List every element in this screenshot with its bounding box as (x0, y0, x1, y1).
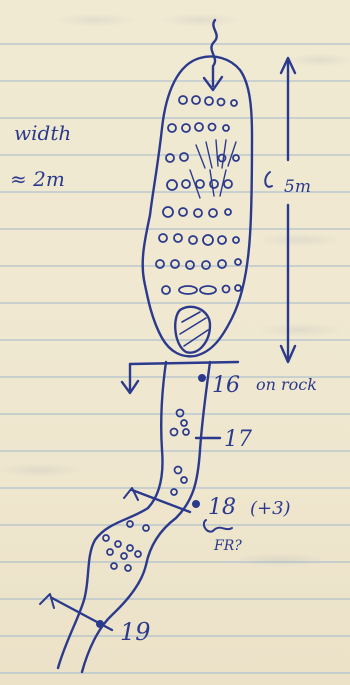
passage-right-wall (80, 360, 212, 674)
gravel-row-8 (161, 284, 242, 295)
station-16-note: on rock (256, 375, 317, 394)
section-arrow-19 (39, 593, 55, 609)
gravel-row-6 (158, 233, 240, 246)
station-16-point (197, 374, 206, 383)
gravel-row-5 (162, 206, 232, 218)
width-label: width (14, 121, 71, 145)
boulder-hatching (179, 311, 209, 347)
section-arrow-18 (123, 487, 139, 501)
station-18-label: 18 (208, 495, 236, 520)
station-18-point (191, 500, 200, 509)
inflow-squiggle (210, 18, 218, 88)
passage-left-wall (56, 360, 168, 670)
station-17-label: 17 (224, 427, 252, 452)
gravel-row-3 (165, 152, 240, 163)
chamber-outline (141, 55, 254, 358)
station-18-mark (202, 519, 233, 533)
section-arrow-16 (120, 379, 140, 395)
section-line-18 (130, 488, 192, 514)
boulder (174, 305, 212, 354)
height-mark (264, 171, 273, 188)
gravel-row-2 (167, 122, 230, 133)
flow-lines (189, 139, 237, 199)
gravel-row-7 (155, 258, 242, 270)
passage-gravel (102, 408, 190, 572)
station-16-label: 16 (212, 373, 240, 398)
height-arrowhead-up (279, 56, 297, 75)
gravel-field (155, 95, 242, 295)
height-value: 5m (284, 177, 311, 197)
station-19-label: 19 (120, 618, 151, 646)
station-18-note: (+3) (250, 498, 291, 519)
gravel-row-4 (166, 179, 233, 191)
height-arrowhead-down (279, 344, 297, 364)
gravel-row-1 (178, 95, 238, 107)
section-line-16 (128, 360, 240, 366)
inflow-arrowhead (202, 75, 224, 92)
station-19-point (95, 620, 104, 629)
bottom-mark: FR? (213, 538, 242, 554)
width-value: ≈ 2m (10, 167, 65, 191)
